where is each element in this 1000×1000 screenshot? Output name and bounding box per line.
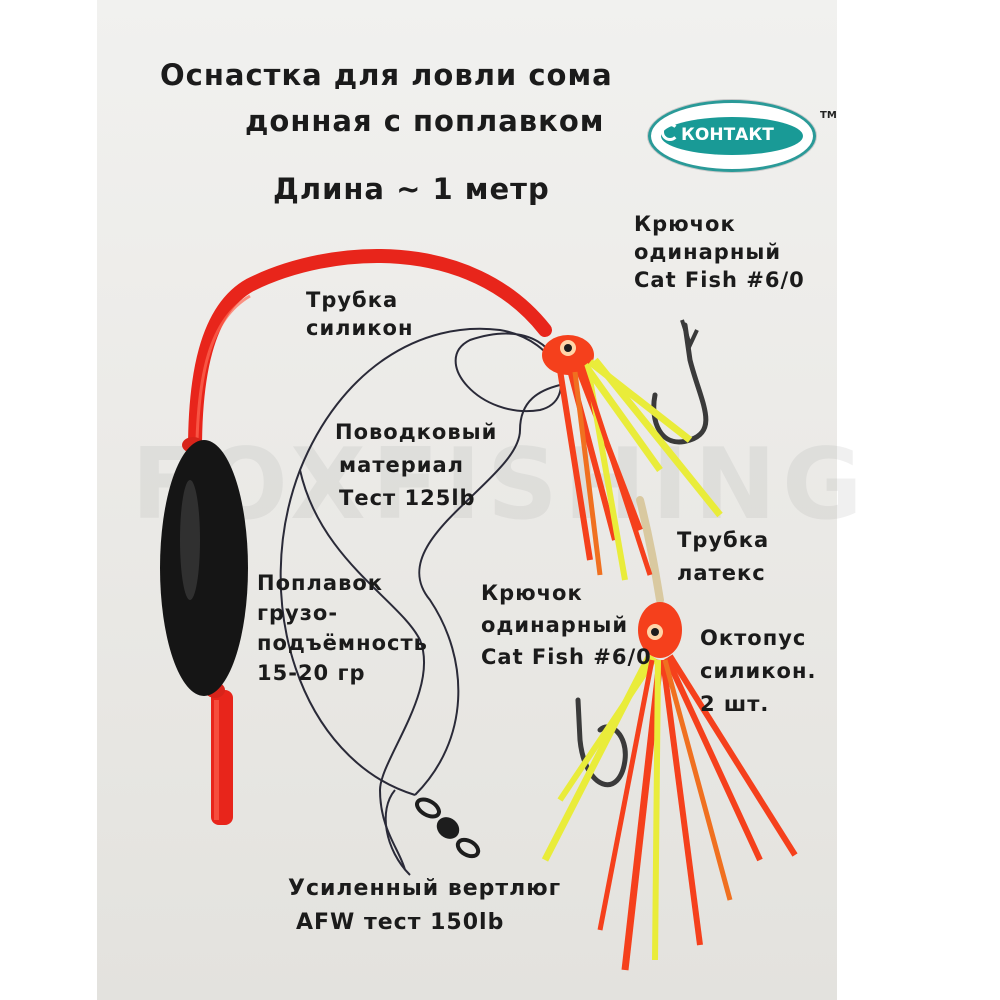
silicone-tube [188, 249, 552, 457]
float-body [160, 440, 248, 696]
bottom-octopus [541, 602, 798, 971]
title-line-2: донная с поплавком [245, 104, 605, 138]
logo-badge [661, 117, 803, 155]
label-hook-bottom: Крючок одинарный Cat Fish #6/0 [481, 581, 652, 669]
label-float: Поплавок грузо- подъёмность 15-20 гр [257, 571, 428, 685]
watermark-text: FOXFISHING [131, 428, 869, 542]
label-leader-material: Поводковый материал Тест 125lb [335, 420, 498, 510]
logo-c-icon [661, 123, 679, 141]
top-hook [651, 322, 709, 445]
logo-text: КОНТАКТ [681, 125, 774, 145]
label-tube-latex: Трубка латекс [677, 528, 770, 585]
label-hook-top: Крючок одинарный Cat Fish #6/0 [634, 212, 805, 292]
label-octopus: Октопус силикон. 2 шт. [700, 626, 817, 716]
title-line-1: Оснастка для ловли сома [160, 58, 613, 92]
label-tube-silicone: Трубка силикон [306, 288, 414, 340]
trademark-mark: TM [820, 110, 837, 121]
leader-line-lower [414, 384, 561, 796]
brand-logo: КОНТАКТ [648, 100, 816, 172]
swivel [384, 789, 481, 876]
label-swivel: Усиленный вертлюг AFW тест 150lb [288, 876, 562, 935]
latex-tube [636, 496, 664, 604]
leader-line [279, 327, 562, 796]
top-octopus [542, 335, 723, 581]
title-line-3: Длина ~ 1 метр [273, 172, 550, 206]
